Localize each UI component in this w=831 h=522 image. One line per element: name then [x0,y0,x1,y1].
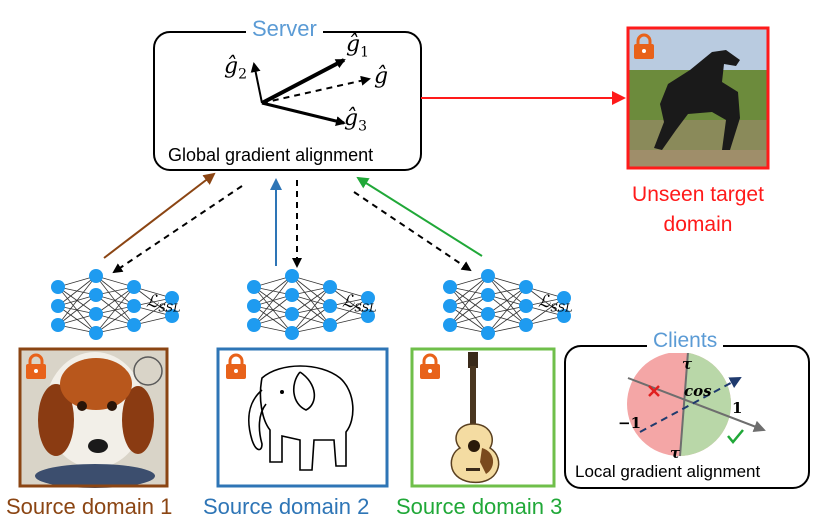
alignment-circle [627,352,731,456]
lock-icon [26,353,46,379]
source-label-3: Source domain 3 [396,494,563,519]
clients-caption: Local gradient alignment [575,462,761,481]
source-label-1: Source domain 1 [6,494,173,519]
network-node [443,280,457,294]
network-node [519,280,533,294]
neural-network-1 [51,269,179,340]
network-node [89,288,103,302]
cos-label: cos [684,382,712,400]
network-node [285,288,299,302]
loss-label-2: ℒSSL [342,292,377,315]
clients-title: Clients [647,329,724,353]
network-node [323,299,337,313]
tau-bottom-label: τ [670,444,681,462]
upload-arrow-1 [103,172,216,259]
source-label-2: Source domain 2 [203,494,370,519]
g3-label: ĝ3 [344,106,368,135]
network-node [481,269,495,283]
neural-networks [51,269,571,340]
g2-label: ĝ2 [224,54,248,83]
upload-arrow-3 [356,176,483,257]
neural-network-3 [443,269,571,340]
network-node [165,291,179,305]
network-node [127,299,141,313]
download-arrow-3 [353,191,472,272]
network-node [165,309,179,323]
loss-label-3: ℒSSL [538,292,573,315]
check-icon [727,429,744,444]
target-label: Unseen target domain [622,180,774,240]
network-node [519,318,533,332]
network-node [247,318,261,332]
tau-top-label: τ [682,355,693,373]
target-label-line2: domain [663,213,733,236]
cross-icon [648,385,660,397]
network-node [519,299,533,313]
lock-icon [226,353,246,379]
horse-photo [626,26,770,170]
network-node [89,269,103,283]
network-node [247,280,261,294]
network-node [557,291,571,305]
lock-icon [634,33,654,59]
network-node [443,299,457,313]
neural-network-2 [247,269,375,340]
network-node [285,269,299,283]
network-node [127,280,141,294]
network-node [89,307,103,321]
loss-label-1: ℒSSL [146,292,181,315]
server-title: Server [246,16,323,42]
network-node [481,326,495,340]
one-label: 1 [732,399,743,417]
network-node [481,307,495,321]
network-node [361,309,375,323]
minus-one-label: −1 [618,414,642,432]
network-node [481,288,495,302]
elephant-sketch [216,347,389,488]
network-node [127,318,141,332]
network-node [89,326,103,340]
download-arrow-1 [112,185,243,274]
network-node [443,318,457,332]
g1-label: ĝ1 [346,32,370,61]
network-node [361,291,375,305]
network-node [323,318,337,332]
target-label-line1: Unseen target [632,183,764,206]
network-node [285,307,299,321]
network-node [51,299,65,313]
network-node [285,326,299,340]
network-node [247,299,261,313]
network-node [323,280,337,294]
g-label: ĝ [374,64,389,89]
network-node [51,280,65,294]
server-caption: Global gradient alignment [168,145,374,165]
lock-icon [420,353,440,379]
gradient-vectors [250,58,371,126]
gradient-arrow-dashed [639,377,742,433]
network-node [557,309,571,323]
network-node [51,318,65,332]
